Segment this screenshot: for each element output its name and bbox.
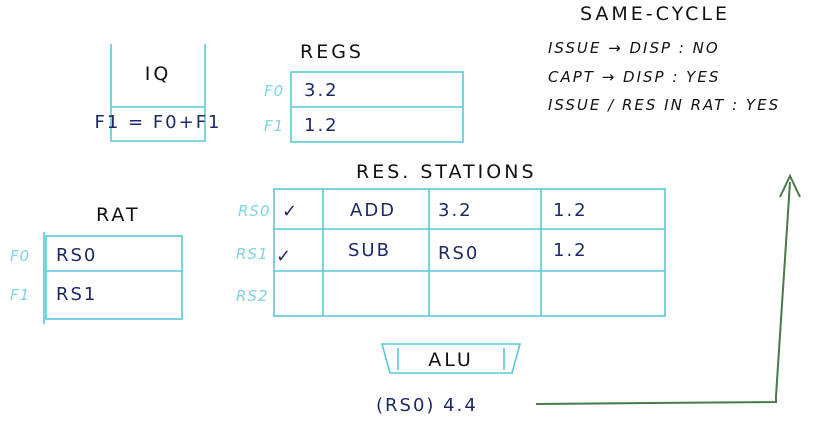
rat-value-f0: RS0 <box>56 245 97 266</box>
rs-op-rs0: ADD <box>350 200 396 221</box>
regs-value-f0: 3.2 <box>304 80 339 101</box>
alu-title: ALU <box>428 349 474 371</box>
rat-value-f1: RS1 <box>56 284 97 305</box>
rat-title: RAT <box>96 204 141 226</box>
rs-src1-rs1: RS0 <box>438 243 479 264</box>
instruction-queue: IQ F1 = F0+F1 <box>94 44 221 142</box>
rs-table-box <box>273 188 666 317</box>
rat-name-f1: F1 <box>10 286 30 304</box>
rs-name-rs1: RS1 <box>236 245 269 263</box>
rs-name-rs2: RS2 <box>236 287 269 305</box>
same-cycle-line-2: CAPT → DISP : YES <box>548 68 720 86</box>
iq-title: IQ <box>145 63 172 85</box>
regs-name-f0: F0 <box>264 82 284 100</box>
regs-name-f1: F1 <box>264 117 284 135</box>
rat: RAT F0 RS0 F1 RS1 <box>10 204 183 324</box>
register-file: REGS F0 3.2 F1 1.2 <box>264 41 464 143</box>
rat-box <box>45 235 183 320</box>
same-cycle-line-3: ISSUE / RES IN RAT : YES <box>548 96 780 114</box>
alu-shape <box>380 343 522 374</box>
rs-src1-rs0: 3.2 <box>438 200 473 221</box>
arrow-path <box>535 181 791 405</box>
rs-busy-rs1: ✓ <box>276 246 293 267</box>
alu-result: (RS0) 4.4 <box>376 395 478 416</box>
iq-entry: F1 = F0+F1 <box>94 112 221 133</box>
regs-value-f1: 1.2 <box>304 115 339 136</box>
rs-op-rs1: SUB <box>348 240 391 261</box>
same-cycle-notes: SAME-CYCLE ISSUE → DISP : NO CAPT → DISP… <box>548 3 780 114</box>
rs-src2-rs1: 1.2 <box>553 240 588 261</box>
alu: ALU (RS0) 4.4 <box>376 343 522 416</box>
regs-title: REGS <box>300 41 364 63</box>
res-stations-title: RES. STATIONS <box>356 161 537 183</box>
result-bus-arrow <box>535 173 801 405</box>
same-cycle-line-1: ISSUE → DISP : NO <box>548 39 720 57</box>
same-cycle-title: SAME-CYCLE <box>580 3 730 25</box>
iq-outline <box>110 44 206 142</box>
rs-src2-rs0: 1.2 <box>553 200 588 221</box>
rs-busy-rs0: ✓ <box>282 201 299 222</box>
reservation-stations: RES. STATIONS RS0 ✓ ADD 3.2 1.2 RS1 ✓ SU… <box>236 161 666 317</box>
rs-name-rs0: RS0 <box>238 202 271 220</box>
arrow-head-icon <box>779 173 801 198</box>
rat-name-f0: F0 <box>10 247 30 265</box>
